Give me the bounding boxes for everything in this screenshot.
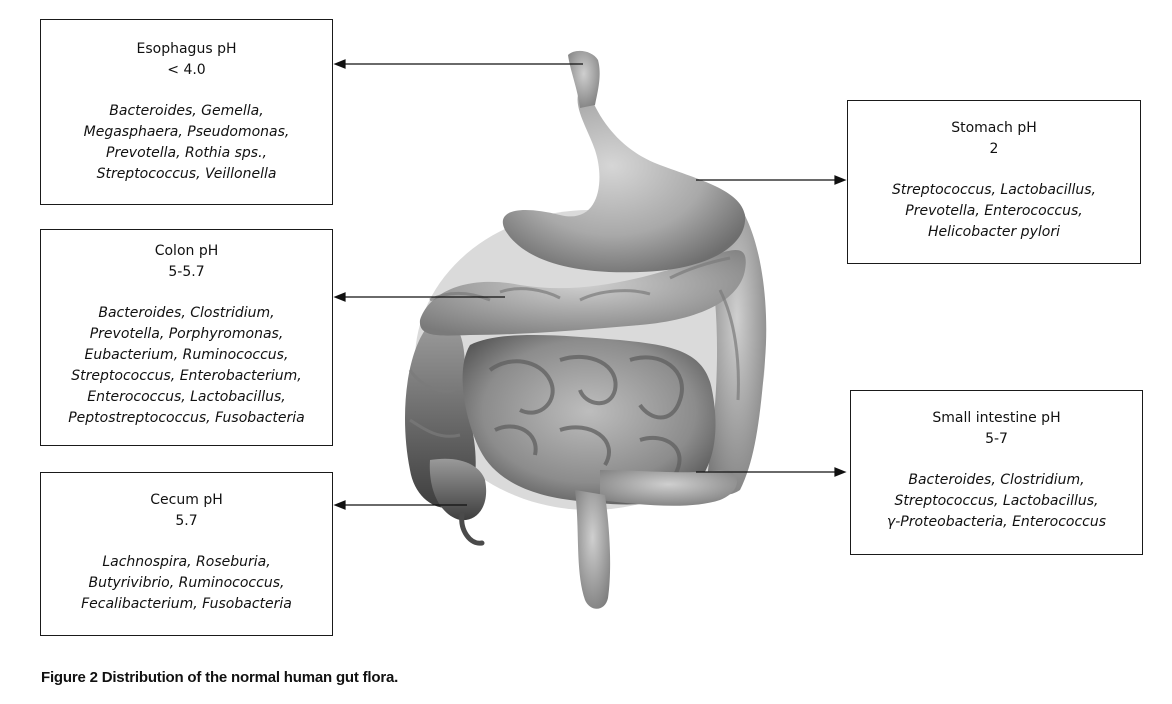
small-intestine-ph: 5-7: [985, 431, 1008, 447]
figure-caption: Figure 2 Distribution of the normal huma…: [41, 669, 399, 686]
esophagus-title: Esophagus pH: [136, 41, 237, 57]
small-intestine-title: Small intestine pH: [932, 410, 1061, 426]
stomach-flora-line: Helicobacter pylori: [928, 224, 1060, 240]
transverse-colon: [419, 250, 746, 336]
small-intestine-flora-line: Streptococcus, Lactobacillus,: [894, 493, 1099, 509]
small-intestine-flora-line: Bacteroides, Clostridium,: [908, 472, 1085, 488]
appendix: [459, 512, 485, 546]
cecum-flora-line: Butyrivibrio, Ruminococcus,: [88, 575, 285, 591]
stomach-flora-line: Prevotella, Enterococcus,: [905, 203, 1083, 219]
stomach-label-box: Stomach pH 2 Streptococcus, Lactobacillu…: [847, 100, 1141, 264]
esophagus-ph: < 4.0: [167, 62, 206, 78]
colon-flora-line: Streptococcus, Enterobacterium,: [71, 368, 302, 384]
pointer-arrows: [333, 59, 847, 510]
stomach: [502, 95, 746, 273]
stomach-title: Stomach pH: [951, 120, 1037, 136]
cecum-flora-line: Lachnospira, Roseburia,: [102, 554, 271, 570]
colon-flora-line: Eubacterium, Ruminococcus,: [84, 347, 289, 363]
small-intestine-mass: [462, 335, 716, 505]
esophagus: [568, 50, 600, 108]
colon-flora-line: Prevotella, Porphyromonas,: [89, 326, 284, 342]
colon-flora-line: Peptostreptococcus, Fusobacteria: [68, 410, 305, 426]
cecum-label-box: Cecum pH 5.7 Lachnospira, Roseburia, But…: [40, 472, 333, 636]
esophagus-flora-line: Streptococcus, Veillonella: [96, 166, 277, 182]
cecum-flora-line: Fecalibacterium, Fusobacteria: [81, 596, 292, 612]
colon-title: Colon pH: [154, 243, 219, 259]
esophagus-label-box: Esophagus pH < 4.0 Bacteroides, Gemella,…: [40, 19, 333, 205]
esophagus-flora-line: Prevotella, Rothia sps.,: [106, 145, 267, 161]
stomach-ph: 2: [989, 141, 999, 157]
esophagus-flora-line: Megasphaera, Pseudomonas,: [83, 124, 290, 140]
esophagus-flora-line: Bacteroides, Gemella,: [109, 103, 264, 119]
cecum-title: Cecum pH: [150, 492, 223, 508]
stomach-flora-line: Streptococcus, Lactobacillus,: [892, 182, 1096, 198]
rectum: [575, 490, 611, 609]
colon-flora-line: Enterococcus, Lactobacillus,: [87, 389, 286, 405]
intestine-loops: [488, 354, 684, 476]
small-intestine-label-box: Small intestine pH 5-7 Bacteroides, Clos…: [850, 390, 1143, 555]
colon-flora-line: Bacteroides, Clostridium,: [98, 305, 275, 321]
cecum-ph: 5.7: [175, 513, 198, 529]
colon-ph: 5-5.7: [168, 264, 205, 280]
colon-label-box: Colon pH 5-5.7 Bacteroides, Clostridium,…: [40, 229, 333, 446]
small-intestine-flora-line: γ-Proteobacteria, Enterococcus: [886, 514, 1107, 530]
ileum-to-cecum: [600, 469, 737, 506]
colon-haustra: [408, 256, 740, 438]
